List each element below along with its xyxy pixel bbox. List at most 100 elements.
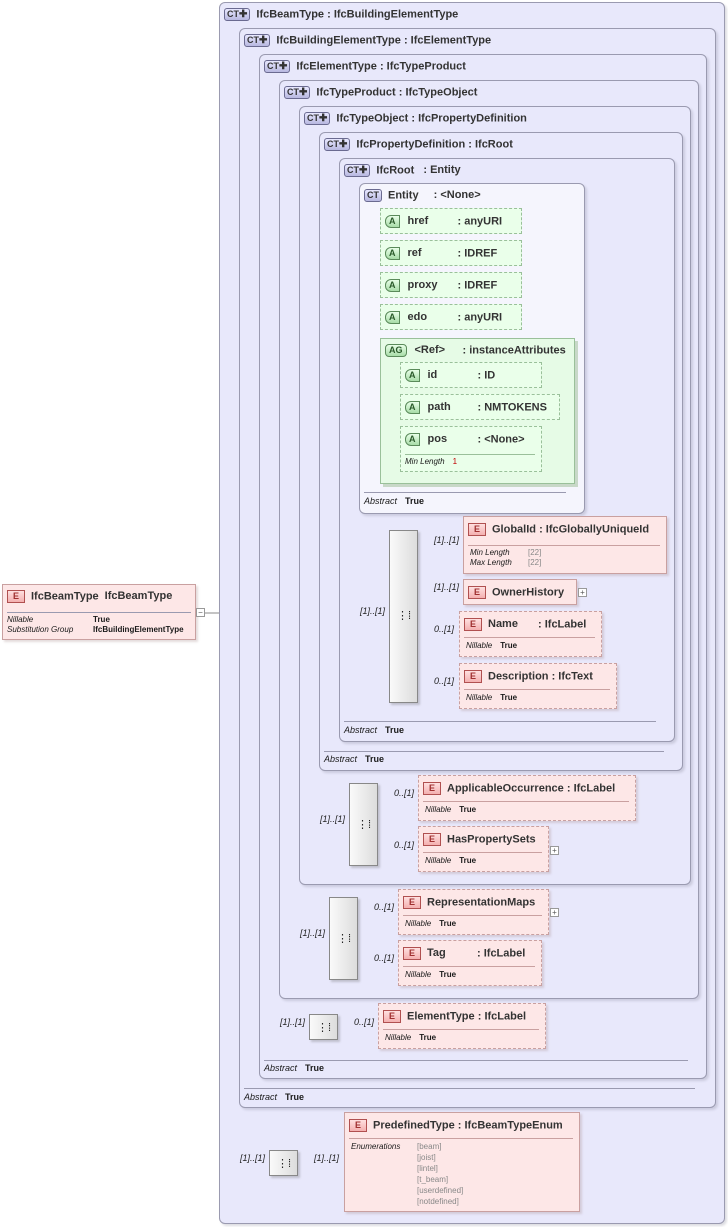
nillable-value: True xyxy=(500,693,518,702)
attribute-type: : NMTOKENS xyxy=(477,401,547,414)
sequence-cardinality: [1]..[1] xyxy=(300,928,326,938)
element-name: ApplicableOccurrence xyxy=(447,782,564,795)
ct-badge-icon: CT✚ xyxy=(284,86,311,99)
element-badge: E xyxy=(349,1119,367,1132)
cardinality: 0..[1] xyxy=(374,902,395,912)
sequence-compositor[interactable]: ⋮⁞ xyxy=(309,1014,338,1040)
element-name: Name xyxy=(488,618,518,631)
sequence-compositor[interactable]: ⋮⁞ xyxy=(269,1150,298,1176)
ct-badge-icon: CT✚ xyxy=(264,60,291,73)
abstract-label: Abstract xyxy=(244,1092,278,1102)
min-length-value: [22] xyxy=(528,548,542,557)
enumeration-value: [userdefined] xyxy=(417,1186,464,1195)
ct-badge-icon: CT✚ xyxy=(344,164,371,177)
sequence-icon: ⋮⁞ xyxy=(337,933,352,945)
ct-base: : Entity xyxy=(423,164,461,177)
ct-base: : IfcPropertyDefinition xyxy=(411,112,527,125)
element-name: Tag xyxy=(427,947,446,960)
attribute-type: : ID xyxy=(477,369,496,382)
element-elementtype[interactable]: E ElementType : IfcLabel Nillable True xyxy=(378,1003,546,1049)
element-badge: E xyxy=(383,1010,401,1023)
max-length-value: [22] xyxy=(528,558,542,567)
attribute-badge: A xyxy=(385,279,400,292)
sequence-compositor[interactable]: ⋮⁞ xyxy=(349,783,378,866)
ct-badge-icon: CT✚ xyxy=(324,138,351,151)
attribute-group-badge: AG xyxy=(385,344,407,357)
ct-name: Entity xyxy=(388,189,419,202)
attribute-type: : anyURI xyxy=(457,215,503,228)
cardinality: 0..[1] xyxy=(434,624,455,634)
min-length-label: Min Length xyxy=(470,548,510,557)
nillable-label: Nillable xyxy=(385,1033,412,1042)
element-type: : IfcText xyxy=(551,670,593,683)
attribute-badge: A xyxy=(405,433,420,446)
attribute-name: path xyxy=(427,401,451,414)
abstract-value: True xyxy=(305,1063,325,1073)
nillable-label: Nillable xyxy=(405,919,432,928)
nillable-label: Nillable xyxy=(425,805,452,814)
ct-base: : IfcTypeProduct xyxy=(379,60,466,73)
sequence-icon: ⋮⁞ xyxy=(397,610,412,622)
element-name: ElementType xyxy=(407,1010,475,1023)
nillable-label: Nillable xyxy=(405,970,432,979)
element-badge: E xyxy=(468,523,486,536)
attribute-badge: A xyxy=(405,369,420,382)
abstract-label: Abstract xyxy=(264,1063,298,1073)
collapse-toggle-icon[interactable]: − xyxy=(196,608,205,617)
cardinality: 0..[1] xyxy=(434,676,455,686)
expand-icon[interactable]: + xyxy=(578,588,587,597)
expand-icon[interactable]: + xyxy=(550,846,559,855)
ct-base: : <None> xyxy=(433,189,481,202)
nillable-value: True xyxy=(459,805,477,814)
sequence-compositor[interactable]: ⋮⁞ xyxy=(329,897,358,980)
attribute-type: : <None> xyxy=(477,433,525,446)
element-name: HasPropertySets xyxy=(447,833,536,846)
ct-name: IfcTypeProduct xyxy=(316,86,396,99)
ct-base: : IfcTypeObject xyxy=(398,86,478,99)
element-badge: E xyxy=(468,586,486,599)
abstract-label: Abstract xyxy=(324,754,358,764)
attribute-group-type: : instanceAttributes xyxy=(462,344,566,357)
ct-name: IfcBeamType xyxy=(256,8,325,21)
element-type: : IfcLabel xyxy=(477,1010,527,1023)
sequence-cardinality: [1]..[1] xyxy=(240,1153,266,1163)
expand-icon[interactable]: + xyxy=(550,908,559,917)
element-type: : IfcLabel xyxy=(538,618,587,631)
attribute-badge: A xyxy=(405,401,420,414)
sequence-cardinality: [1]..[1] xyxy=(280,1017,306,1027)
ct-badge-icon: CT✚ xyxy=(304,112,331,125)
element-type: : IfcLabel xyxy=(566,782,616,795)
sequence-icon: ⋮⁞ xyxy=(317,1022,332,1034)
nillable-value: True xyxy=(459,856,477,865)
min-length-label: Min Length xyxy=(405,457,445,466)
ct-name: IfcPropertyDefinition xyxy=(356,138,466,151)
min-length-value: 1 xyxy=(452,457,458,466)
enumerations-label: Enumerations xyxy=(351,1142,401,1151)
nillable-value: True xyxy=(419,1033,437,1042)
sequence-compositor[interactable]: ⋮⁞ xyxy=(389,530,418,703)
enumeration-value: [beam] xyxy=(417,1142,442,1151)
enumeration-value: [t_beam] xyxy=(417,1175,449,1184)
abstract-value: True xyxy=(385,725,405,735)
attribute-badge: A xyxy=(385,247,400,260)
element-name: GlobalId xyxy=(492,523,536,536)
attribute-badge: A xyxy=(385,215,400,228)
element-badge: E xyxy=(464,618,482,631)
